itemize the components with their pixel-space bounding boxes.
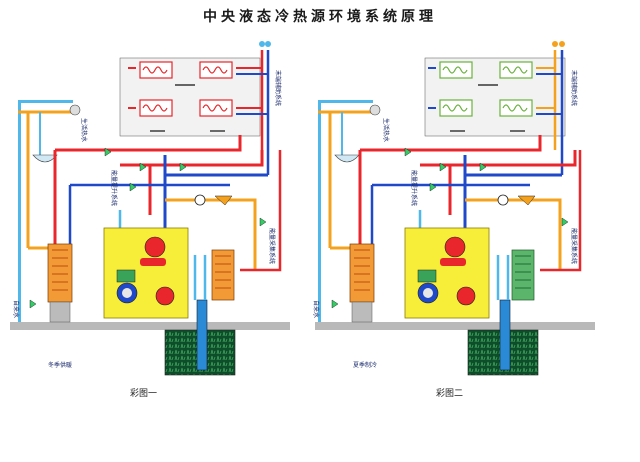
label-hot-water: 生活热水 (382, 118, 390, 142)
label-energy-collect: 能量采集系统 (268, 228, 276, 264)
label-terminal: 末端辅助系统 (570, 70, 578, 106)
label-energy-lift: 能量提升系统 (110, 170, 118, 206)
label-water-supply: 自来水 (12, 300, 20, 318)
floor-slab (10, 322, 290, 330)
floor-slab (315, 322, 595, 330)
fan-coil-unit (439, 61, 533, 117)
caption-figure-1: 彩图一 (130, 389, 158, 399)
shower-icon (369, 104, 381, 116)
well-pipe (196, 299, 208, 371)
panel-summer (315, 41, 595, 376)
air-vent-icon (559, 41, 565, 47)
fan-coil-unit (139, 61, 233, 117)
compressor-icon (456, 286, 476, 306)
pump-icon (194, 194, 206, 206)
air-vent-icon (265, 41, 271, 47)
air-vent-icon (259, 41, 265, 47)
label-terminal: 末端辅助系统 (274, 70, 282, 106)
air-vent-icon (552, 41, 558, 47)
label-water-supply: 自来水 (312, 300, 320, 318)
condenser-icon (144, 236, 166, 258)
filter-icon (214, 195, 233, 206)
season-label-winter: 冬季供暖 (48, 362, 73, 369)
well-pipe (499, 299, 511, 371)
season-label-summer: 夏季制冷 (353, 362, 378, 369)
sink-icon (32, 154, 58, 163)
panel-winter (10, 41, 290, 376)
caption-figure-2: 彩图二 (436, 389, 464, 399)
heat-exchanger (349, 243, 375, 303)
label-hot-water: 生活热水 (80, 118, 88, 142)
ground-exchanger (511, 249, 535, 301)
heat-exchanger (47, 243, 73, 303)
compressor-icon (155, 286, 175, 306)
label-energy-lift: 能量提升系统 (410, 170, 418, 206)
heat-pump-unit (103, 227, 189, 319)
sink-icon (334, 154, 360, 163)
ground-exchanger (211, 249, 235, 301)
pump-icon (497, 194, 509, 206)
label-energy-collect: 能量采集系统 (570, 228, 578, 264)
diagram-title: 中央液态冷热源环境系统原理 (203, 9, 437, 25)
condenser-icon (444, 236, 466, 258)
filter-icon (517, 195, 536, 206)
shower-icon (69, 104, 81, 116)
